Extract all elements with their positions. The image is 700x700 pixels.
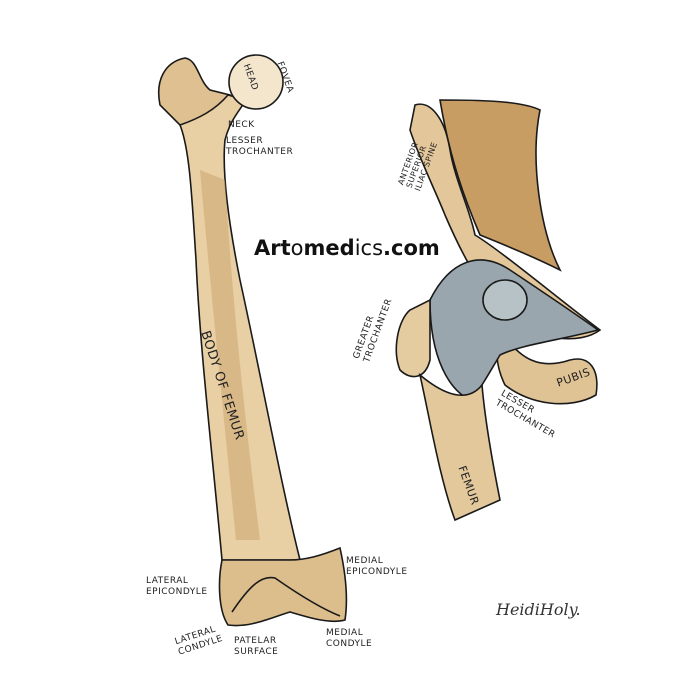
label-medial-epicondyle: MEDIAL EPICONDYLE: [346, 556, 408, 577]
patellar-surface: [231, 576, 341, 617]
femur-anterior-view: [158, 54, 348, 627]
femur-shaft-right: [418, 372, 501, 522]
femoral-head: [228, 54, 284, 110]
label-medial-condyle: MEDIAL CONDYLE: [326, 628, 373, 649]
pubis-bone: [495, 328, 598, 405]
label-patellar-surface: PATELAR SURFACE: [234, 636, 279, 657]
femoral-head-in-socket: [482, 279, 528, 321]
label-lateral-epicondyle: LATERAL EPICONDYLE: [146, 576, 208, 597]
greater-trochanter-right: [395, 298, 431, 378]
label-neck: NECK: [228, 120, 255, 130]
watermark-part: ics: [354, 236, 384, 260]
femur-shaft-shade: [200, 170, 260, 540]
watermark-part: Art: [254, 236, 291, 260]
watermark-part: .com: [383, 236, 440, 260]
watermark-artomedics: Artomedics.com: [254, 236, 440, 260]
ilium-front: [439, 99, 562, 272]
joint-capsule: [429, 259, 600, 401]
watermark-part: o: [290, 236, 304, 260]
artist-signature: HeidiHoly.: [496, 600, 581, 619]
hip-joint-view: [395, 99, 602, 522]
watermark-part: med: [303, 236, 355, 260]
femur-condyles: [218, 546, 348, 627]
label-lesser-trochanter-left: LESSER TROCHANTER: [226, 136, 294, 157]
